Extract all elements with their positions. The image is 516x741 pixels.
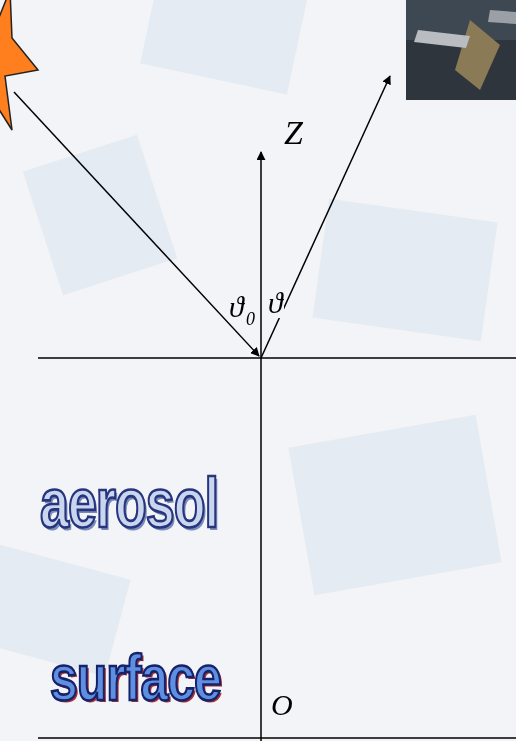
angle-label: ϑ	[228, 292, 245, 322]
sun-symbol	[0, 0, 38, 130]
layer-label: surface	[50, 645, 221, 710]
angle-subscript: 0	[245, 310, 256, 328]
top-boundary-line	[38, 357, 516, 359]
z-axis	[260, 152, 262, 741]
satellite-picture	[406, 0, 516, 100]
axes	[14, 76, 516, 741]
surface-line	[38, 737, 516, 739]
layer-label: aerosol	[40, 468, 218, 538]
view-ray-arrow	[261, 76, 390, 358]
sun-ray-arrow	[14, 92, 259, 356]
angle-label: ϑ	[267, 288, 284, 318]
background-watermark	[0, 0, 502, 676]
origin-label: O	[270, 690, 294, 720]
axis-label: Z	[283, 116, 304, 150]
